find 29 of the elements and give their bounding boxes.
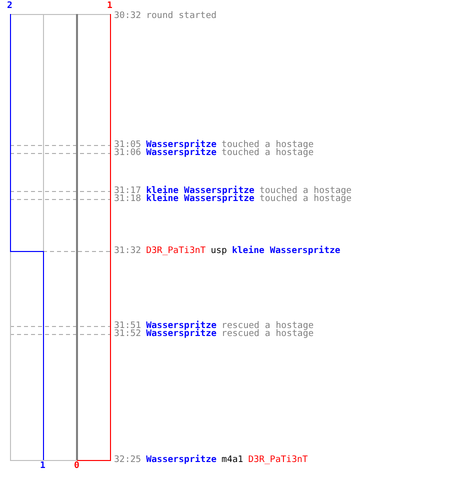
timestamp: 31:51	[114, 321, 142, 331]
event-text: rescued a hostage	[222, 329, 314, 339]
player-name: Wasserspritze	[146, 148, 217, 158]
timestamp: 31:18	[114, 194, 142, 204]
score-number: 1	[40, 462, 46, 471]
player-name: kleine Wasserspritze	[146, 194, 254, 204]
timestamp: 32:25	[114, 455, 142, 465]
weapon-name: m4a1	[222, 455, 244, 465]
player-name: kleine Wasserspritze	[232, 246, 340, 256]
event-text: touched a hostage	[259, 194, 352, 204]
timestamp: 31:17	[114, 186, 142, 196]
player-name: D3R_PaTi3nT	[146, 246, 206, 256]
player-name: Wasserspritze	[146, 329, 217, 339]
score-number: 1	[107, 2, 112, 11]
player-name: Wasserspritze	[146, 140, 217, 150]
player-name: Wasserspritze	[146, 321, 217, 331]
event-text: rescued a hostage	[222, 321, 314, 331]
weapon-name: usp	[210, 246, 227, 256]
timestamp: 30:32	[114, 11, 142, 21]
player-name: D3R_PaTi3nT	[248, 455, 308, 465]
timestamp: 31:06	[114, 148, 142, 158]
score-number: 0	[74, 462, 80, 471]
event-text: round started	[146, 11, 217, 21]
event-text: touched a hostage	[222, 148, 314, 158]
timestamp: 31:52	[114, 329, 142, 339]
timestamp: 31:05	[114, 140, 142, 150]
timestamp: 31:32	[114, 246, 142, 256]
player-name: Wasserspritze	[146, 455, 217, 465]
score-number: 2	[7, 2, 12, 11]
